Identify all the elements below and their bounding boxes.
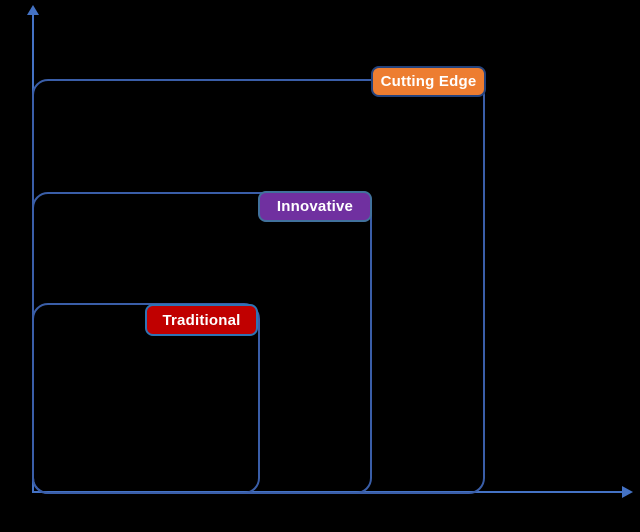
innovative-label: Innovative [258,191,372,222]
y-axis-arrow-icon [27,5,39,15]
cutting-edge-label-text: Cutting Edge [380,73,477,90]
traditional-label: Traditional [145,304,258,336]
traditional-region [32,303,260,494]
cutting-edge-label: Cutting Edge [371,66,486,97]
innovative-label-text: Innovative [276,198,354,215]
traditional-label-text: Traditional [162,311,241,329]
x-axis-arrow-icon [622,486,633,498]
